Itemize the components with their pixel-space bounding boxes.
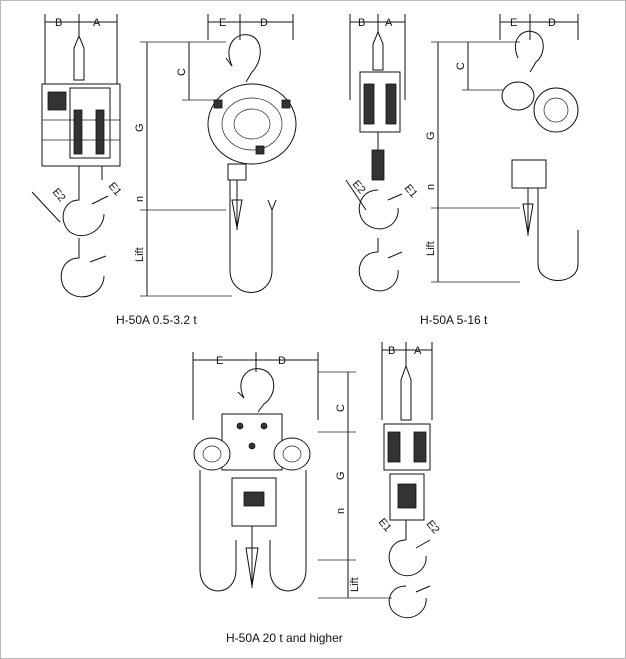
dim-e-label-small: E xyxy=(219,17,226,29)
dim-d-label-large: D xyxy=(278,355,286,367)
medium-hoist-front-view: E D C xyxy=(455,14,579,281)
dim-a-label-medium: A xyxy=(385,17,393,29)
dim-g-label-large: G xyxy=(335,471,347,480)
dim-e1-label-small: E1 xyxy=(106,180,124,198)
dim-c-label-large: C xyxy=(335,404,347,412)
dim-g-label-small: G xyxy=(134,123,146,132)
dim-e2-label-small: E2 xyxy=(50,186,68,204)
small-hoist-side-view: B A E2 E1 xyxy=(31,14,124,298)
dim-c-label-small: C xyxy=(176,68,188,76)
dim-a-label: A xyxy=(93,17,101,29)
dim-n-label-medium: n xyxy=(425,184,437,190)
dim-e1-label-medium: E1 xyxy=(402,182,420,200)
dim-e2-label-medium: E2 xyxy=(350,178,368,196)
dim-b-label: B xyxy=(55,17,62,29)
medium-hoist-side-view: B A E2 E1 xyxy=(345,14,420,292)
dim-b-label-medium: B xyxy=(358,17,365,29)
large-hoist-front-view: E D xyxy=(192,352,319,592)
dim-n-label-large: n xyxy=(335,508,347,514)
dim-lift-label-small: Lift xyxy=(134,247,146,262)
dim-lift-label-medium: Lift xyxy=(425,241,437,256)
large-hoist-dimensions: C G n Lift xyxy=(318,371,392,599)
medium-hoist-dimensions: G n Lift xyxy=(425,41,520,283)
small-hoist-front-view: E D C xyxy=(176,14,297,293)
dim-e2-label-large: E2 xyxy=(424,518,442,536)
dim-d-label-medium: D xyxy=(548,17,556,29)
dim-d-label-small: D xyxy=(260,17,268,29)
dim-lift-label-large: Lift xyxy=(349,577,361,592)
dim-e-label-large: E xyxy=(216,355,223,367)
dim-c-label-medium: C xyxy=(455,62,467,70)
caption-small-hoist: H-50A 0.5-3.2 t xyxy=(116,313,197,327)
dim-g-label-medium: G xyxy=(425,131,437,140)
dim-b-label-large: B xyxy=(388,345,395,357)
caption-large-hoist: H-50A 20 t and higher xyxy=(226,631,343,645)
small-hoist-dimensions: G n Lift xyxy=(134,41,232,297)
dim-e-label-medium: E xyxy=(510,17,517,29)
caption-medium-hoist: H-50A 5-16 t xyxy=(420,313,488,327)
dim-n-label-small: n xyxy=(134,196,146,202)
large-hoist-side-view: B A E1 E2 xyxy=(376,342,442,619)
dim-a-label-large: A xyxy=(414,345,422,357)
